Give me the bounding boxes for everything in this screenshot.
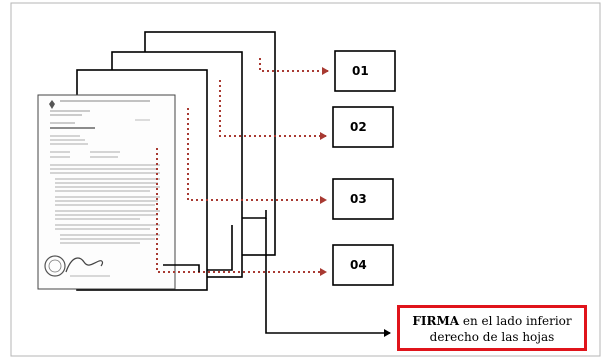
note-line-1-rest: en el lado inferior bbox=[459, 314, 572, 328]
corner-line-3 bbox=[207, 225, 233, 271]
number-label-02: 02 bbox=[350, 120, 367, 134]
note-line-1: FIRMA en el lado inferior bbox=[400, 313, 584, 329]
signature-arrow bbox=[265, 218, 391, 337]
note-bold-word: FIRMA bbox=[412, 314, 460, 328]
dotted-arrow-02 bbox=[219, 80, 327, 140]
signature-note-box: FIRMA en el lado inferior derecho de las… bbox=[397, 305, 587, 351]
dotted-arrow-04 bbox=[156, 148, 327, 276]
number-label-01: 01 bbox=[352, 64, 369, 78]
outer-frame bbox=[10, 2, 601, 357]
number-label-03: 03 bbox=[350, 192, 367, 206]
number-box-02 bbox=[332, 106, 394, 148]
number-box-03 bbox=[332, 178, 394, 220]
note-line-2: derecho de las hojas bbox=[429, 330, 555, 344]
corner-line-2 bbox=[163, 264, 200, 272]
number-box-01 bbox=[334, 50, 396, 92]
number-box-04 bbox=[332, 244, 394, 286]
front-document bbox=[37, 94, 176, 290]
dotted-arrow-03 bbox=[187, 108, 327, 204]
number-label-04: 04 bbox=[350, 258, 367, 272]
